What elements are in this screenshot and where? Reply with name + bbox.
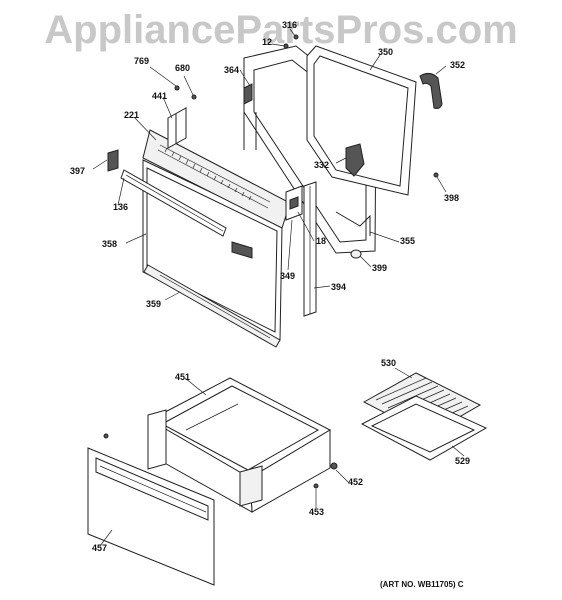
hinge-receiver (285, 185, 303, 221)
callout-530: 530 (381, 358, 397, 368)
door-badge (231, 241, 253, 259)
drawer-front (87, 447, 215, 586)
hinge-bracket-left (107, 149, 119, 172)
callout-18: 18 (316, 236, 327, 246)
drawer-side (147, 409, 263, 507)
drawer-body (148, 377, 332, 513)
callout-769: 769 (134, 56, 150, 66)
callout-349: 349 (280, 271, 296, 281)
callout-350: 350 (378, 47, 394, 57)
callout-12: 12 (262, 37, 273, 47)
callout-529: 529 (455, 456, 471, 466)
broiler-pan (360, 395, 488, 461)
art-number: (ART NO. WB11705) C (380, 580, 464, 589)
bumper-399 (350, 249, 362, 259)
callout-451: 451 (175, 372, 191, 382)
callout-394: 394 (331, 282, 347, 292)
screw-drawer-front (103, 433, 109, 439)
callout-355: 355 (400, 236, 416, 246)
callout-453: 453 (309, 507, 325, 517)
door-handle (120, 169, 227, 237)
door-bottom-trim (143, 264, 281, 348)
callout-364: 364 (224, 65, 240, 75)
callout-398: 398 (444, 193, 460, 203)
leader-lines (92, 28, 465, 547)
callout-457: 457 (92, 543, 108, 553)
side-trim (303, 181, 317, 317)
screw-453 (313, 483, 319, 489)
callout-332: 332 (314, 160, 330, 170)
callout-397: 397 (70, 166, 86, 176)
callout-352: 352 (450, 60, 466, 70)
screw-680 (191, 94, 197, 100)
door-gasket (419, 72, 443, 109)
watermark: AppliancePartsPros.com (44, 8, 518, 52)
door-insulation (335, 211, 371, 236)
callout-221: 221 (124, 110, 140, 120)
hinge-441 (167, 107, 187, 149)
bumper-452 (330, 462, 338, 470)
door-latch (345, 143, 365, 177)
callout-316: 316 (282, 20, 298, 30)
callout-452: 452 (348, 477, 364, 487)
callout-399: 399 (372, 263, 388, 273)
callout-136: 136 (113, 202, 129, 212)
callout-358: 358 (102, 239, 118, 249)
door-glass-panel (306, 45, 417, 196)
screw-769 (174, 85, 180, 91)
callout-680: 680 (175, 63, 191, 73)
callout-359: 359 (146, 299, 162, 309)
door-vent-trim (142, 129, 291, 229)
callout-441: 441 (152, 91, 168, 101)
screw-398 (433, 172, 439, 178)
